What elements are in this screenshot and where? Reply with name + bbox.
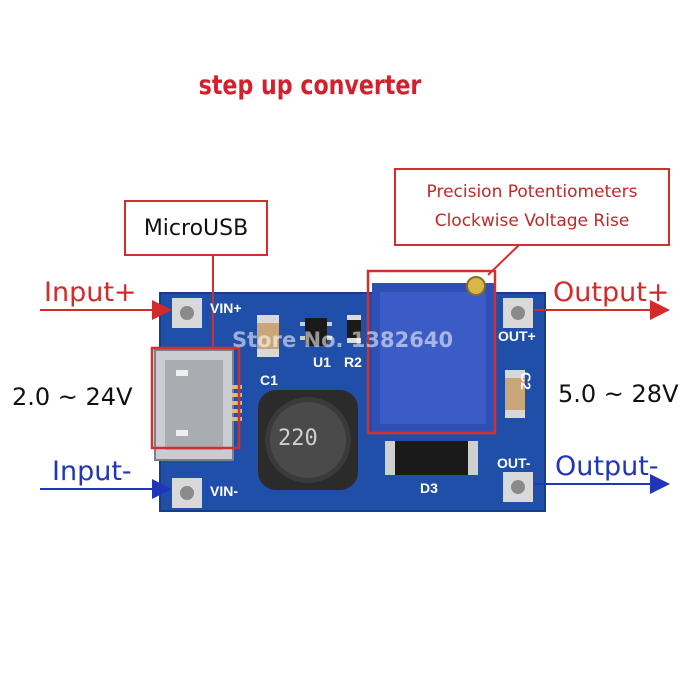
input-voltage-range: 2.0 ~ 24V <box>12 383 133 411</box>
page-title: step up converter <box>198 70 422 101</box>
capacitor-c1 <box>257 315 279 357</box>
output-voltage-range: 5.0 ~ 28V <box>558 380 679 408</box>
store-watermark: Store No. 1382640 <box>232 328 454 352</box>
capacitor-c2 <box>505 370 525 418</box>
mount-hole-top-right <box>503 298 533 328</box>
silk-vin-minus: VIN- <box>210 483 238 499</box>
ic-u1 <box>300 318 332 346</box>
potentiometer-callout: Precision Potentiometers Clockwise Volta… <box>394 168 670 246</box>
pot-callout-line2: Clockwise Voltage Rise <box>434 211 630 231</box>
resistor-r2 <box>347 315 361 343</box>
mount-hole-top-left <box>172 298 202 328</box>
inductor-220 <box>258 390 358 490</box>
pot-callout-line1: Precision Potentiometers <box>426 182 638 202</box>
silk-r2: R2 <box>344 354 362 370</box>
pot-highlight-box <box>366 269 497 435</box>
silk-out-plus: OUT+ <box>498 328 536 344</box>
potentiometer <box>372 276 494 433</box>
silk-c1: C1 <box>260 372 278 388</box>
usb-highlight-box <box>150 346 241 450</box>
micro-usb-connector <box>154 349 242 461</box>
silk-out-minus: OUT- <box>497 455 531 471</box>
silk-vin-plus: VIN+ <box>210 300 242 316</box>
output-plus-label: Output+ <box>553 277 670 308</box>
usb-callout: MicroUSB <box>124 200 268 256</box>
inductor-marking: 220 <box>278 426 318 451</box>
silk-u1: U1 <box>313 354 331 370</box>
output-minus-label: Output- <box>555 451 659 482</box>
mount-hole-bottom-left <box>172 478 202 508</box>
silk-c2: C2 <box>518 372 534 390</box>
input-plus-label: Input+ <box>44 277 137 308</box>
input-minus-label: Input- <box>52 456 132 487</box>
pot-leader-line <box>487 243 521 276</box>
silk-d3: D3 <box>420 480 438 496</box>
usb-callout-text: MicroUSB <box>143 215 249 241</box>
mount-hole-bottom-right <box>503 472 533 502</box>
diode-d3 <box>385 441 478 475</box>
